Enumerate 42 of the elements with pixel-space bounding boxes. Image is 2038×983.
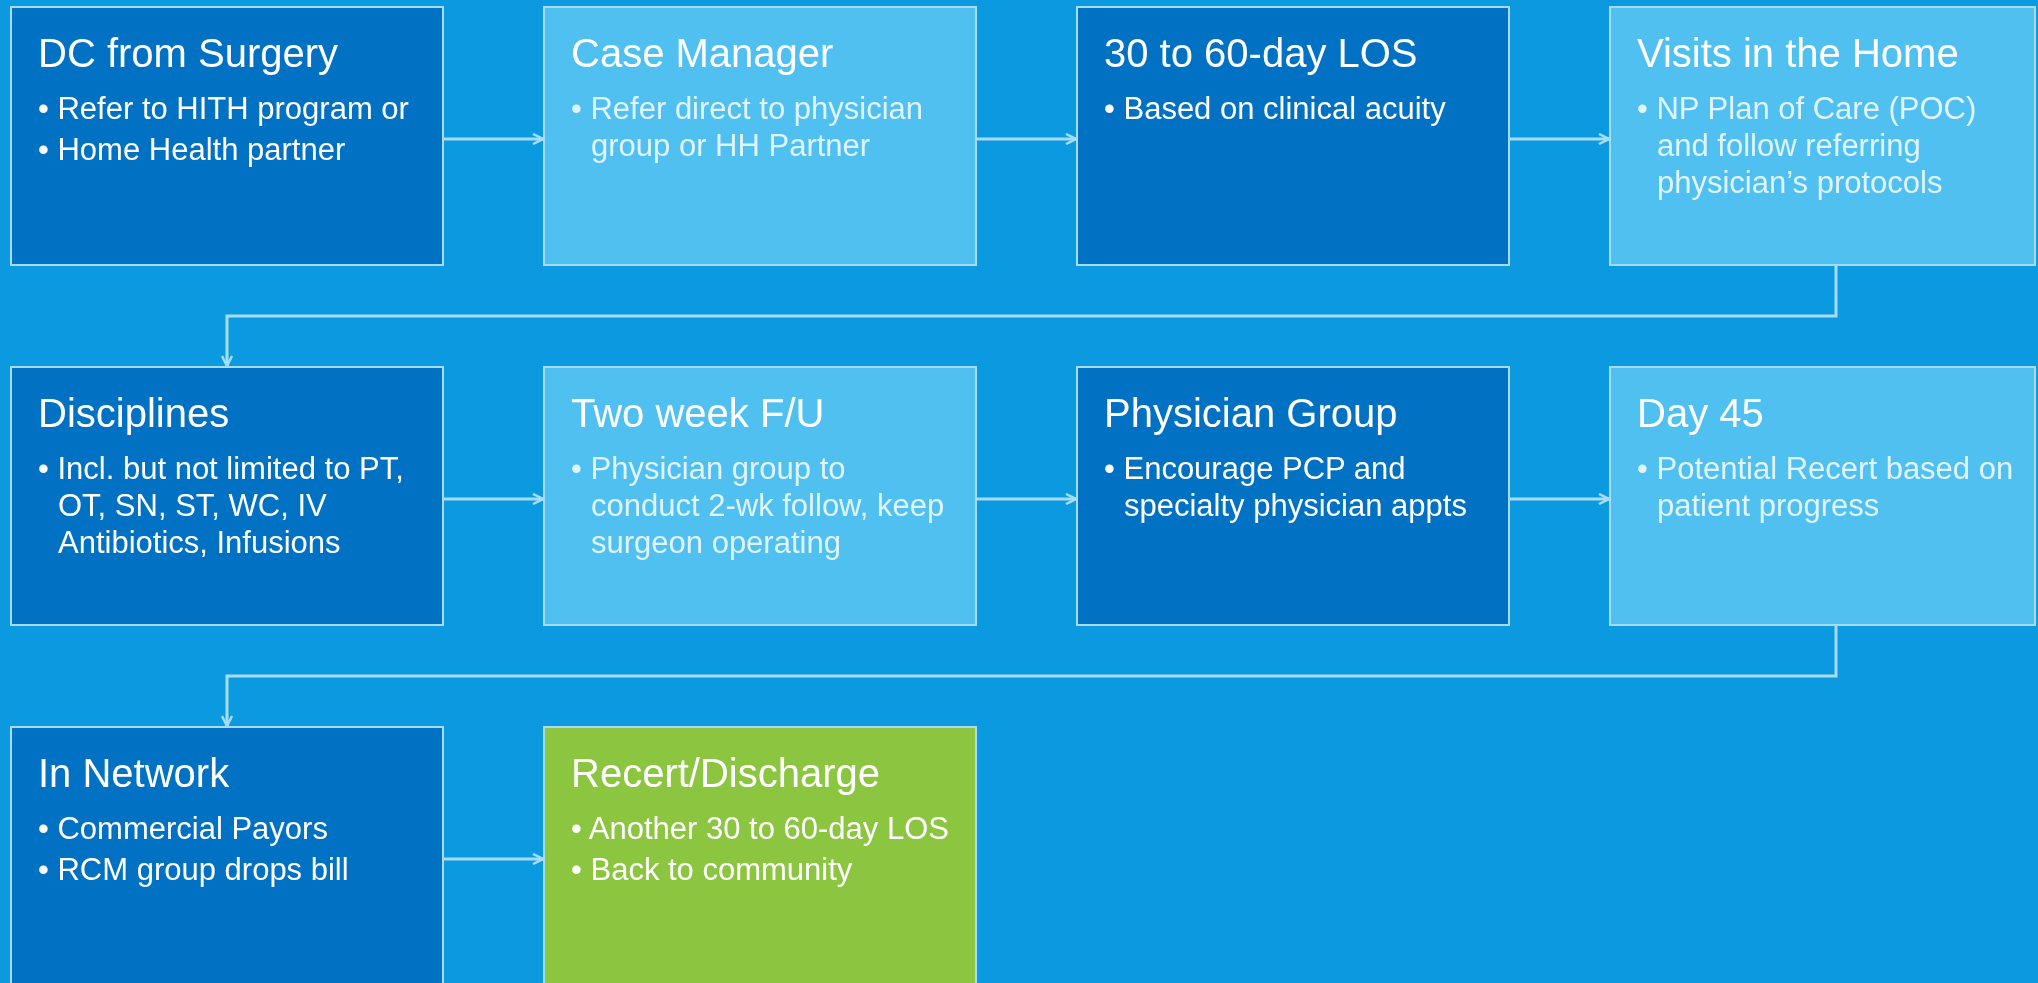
box-heading: In Network: [38, 750, 231, 796]
arrow: [444, 852, 545, 866]
box-heading: DC from Surgery: [38, 30, 340, 76]
bullet-item: • Potential Recert based on patient progress: [1637, 450, 2014, 525]
arrow: [1510, 492, 1611, 506]
arrow: [444, 492, 545, 506]
process-box: [543, 6, 977, 266]
process-box: [10, 6, 444, 266]
bullet-item: • Incl. but not limited to PT, OT, SN, ST, WC, IV Antibiotics, Infusions: [38, 450, 405, 562]
process-box: [10, 726, 444, 983]
arrow: [977, 492, 1078, 506]
process-box: [1609, 6, 2036, 266]
arrow: [220, 266, 1838, 368]
arrow: [1510, 132, 1611, 146]
process-box: [1609, 366, 2036, 626]
process-box: [543, 726, 977, 983]
bullet-item: • Refer to HITH program or: [38, 90, 410, 128]
box-heading: Physician Group: [1104, 390, 1399, 436]
box-heading: Disciplines: [38, 390, 231, 436]
box-heading: Case Manager: [571, 30, 835, 76]
box-heading: 30 to 60-day LOS: [1104, 30, 1419, 76]
bullet-item: • Home Health partner: [38, 131, 347, 169]
process-box: [1076, 6, 1510, 266]
box-heading: Recert/Discharge: [571, 750, 881, 796]
box-heading: Visits in the Home: [1637, 30, 1960, 76]
process-box: [1076, 366, 1510, 626]
bullet-item: • Physician group to conduct 2-wk follow, keep surgeon operating: [571, 450, 946, 562]
bullet-item: • RCM group drops bill: [38, 851, 350, 889]
process-box: [543, 366, 977, 626]
bullet-item: • Back to community: [571, 851, 854, 889]
bullet-item: • Refer direct to physician group or HH Partner: [571, 90, 924, 165]
bullet-item: • Based on clinical acuity: [1104, 90, 1447, 128]
process-box: [10, 366, 444, 626]
bullet-item: • Encourage PCP and specialty physician appts: [1104, 450, 1468, 525]
arrow: [977, 132, 1078, 146]
box-heading: Two week F/U: [571, 390, 826, 436]
bullet-item: • Another 30 to 60-day LOS: [571, 810, 950, 848]
bullet-item: • Commercial Payors: [38, 810, 329, 848]
arrow: [220, 626, 1838, 728]
box-heading: Day 45: [1637, 390, 1765, 436]
bullet-item: • NP Plan of Care (POC) and follow referring physician’s protocols: [1637, 90, 1978, 202]
arrow: [444, 132, 545, 146]
